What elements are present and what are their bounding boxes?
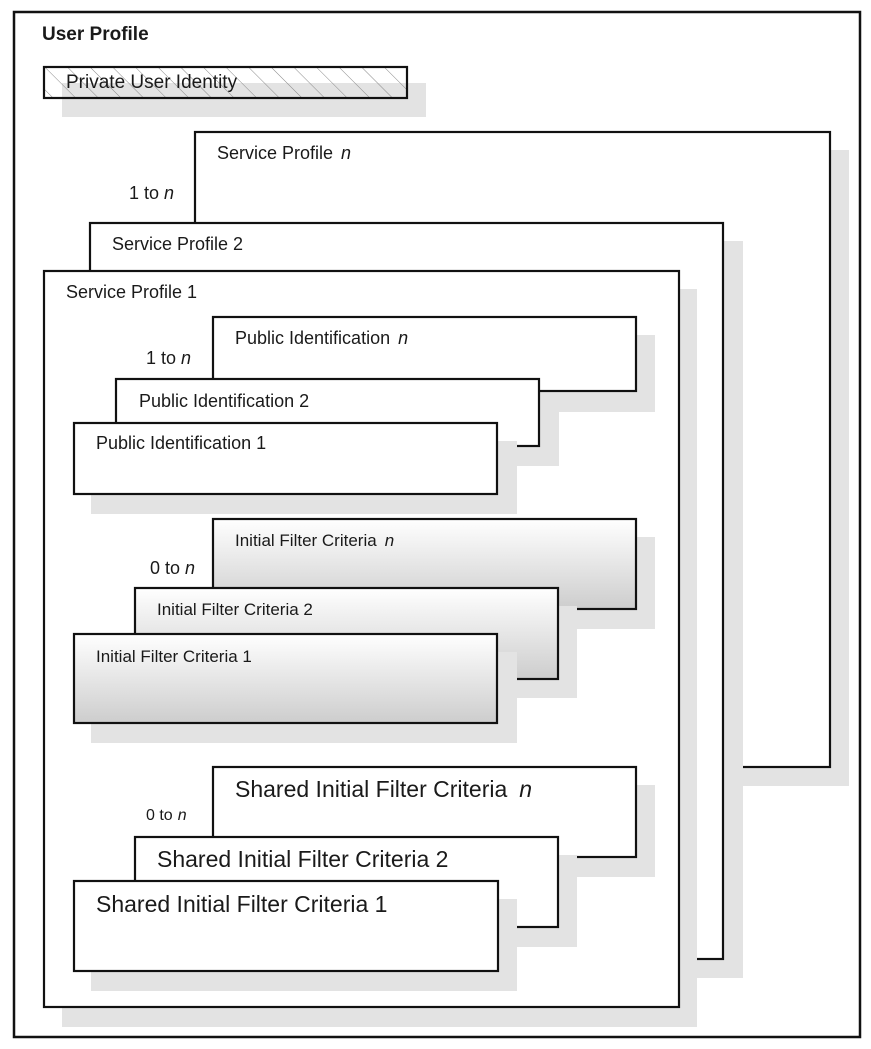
public-identification-1-label: Public Identification 1 <box>96 433 266 453</box>
public-identification-2-label: Public Identification 2 <box>139 391 309 411</box>
user-profile-title: User Profile <box>42 24 149 45</box>
shared-ifc-1-label: Shared Initial Filter Criteria 1 <box>96 891 387 917</box>
initial-filter-criteria-2-label: Initial Filter Criteria 2 <box>157 600 313 619</box>
private-user-identity-box: Private User Identity <box>42 65 426 117</box>
public-identification-1-box: Public Identification 1 <box>72 421 517 514</box>
initial-filter-criteria-1-label: Initial Filter Criteria 1 <box>96 647 252 666</box>
shared-ifc-1-box: Shared Initial Filter Criteria 1 <box>72 879 517 991</box>
private-user-identity-label: Private User Identity <box>66 72 238 93</box>
service-profile-2-label: Service Profile 2 <box>112 234 243 254</box>
shared-ifc-2-label: Shared Initial Filter Criteria 2 <box>157 846 448 872</box>
service-profile-1-label: Service Profile 1 <box>66 282 197 302</box>
initial-filter-criteria-1-box: Initial Filter Criteria 1 <box>72 632 517 743</box>
